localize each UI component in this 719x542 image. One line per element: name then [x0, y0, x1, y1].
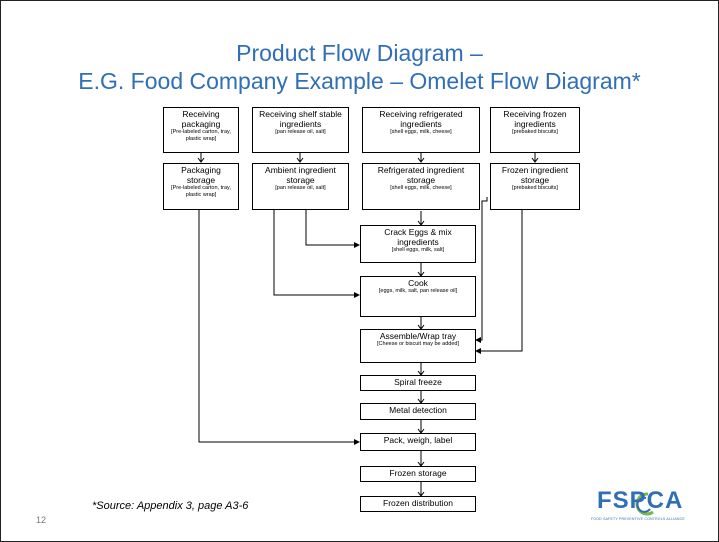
slide-title-line1: Product Flow Diagram – — [236, 40, 483, 66]
connector-ambient-to-cook — [273, 210, 360, 298]
box-assemble-wrap-tray: Assemble/Wrap tray [Cheese or biscuit ma… — [360, 329, 476, 363]
box-sublabel: [prebaked biscuits] — [512, 129, 558, 135]
arrow-down-recv-frozen — [531, 153, 539, 163]
box-ambient-storage: Ambient ingredient storage [pan release … — [252, 163, 349, 210]
box-label: Receiving shelf stable ingredients — [259, 109, 342, 129]
box-refrigerated-storage: Refrigerated ingredient storage [shell e… — [362, 163, 480, 210]
logo-subtitle: FOOD SAFETY PREVENTIVE CONTROLS ALLIANCE — [591, 517, 685, 521]
box-label: Crack Eggs & mix ingredients — [384, 227, 452, 247]
box-packaging-storage: Packaging storage [Pre-labeled carton, t… — [163, 163, 239, 210]
box-cook: Cook [eggs, milk, salt, pan release oil] — [360, 276, 476, 317]
arrow-down-recv-pack — [197, 153, 205, 163]
arrow-down-frozen-storage-to-distribution — [417, 482, 425, 497]
box-label: Receiving packaging — [181, 109, 221, 129]
box-label: Cook — [408, 278, 428, 288]
box-sublabel: [Cheese or biscuit may be added] — [377, 341, 459, 347]
arrow-down-cook-to-assemble — [417, 317, 425, 330]
arrow-down-crack-to-cook — [417, 263, 425, 277]
box-label: Receiving frozen ingredients — [503, 109, 567, 129]
connector-packaging-to-pack — [198, 210, 360, 445]
box-sublabel: [shell eggs, milk, cheese] — [390, 129, 452, 135]
box-label: Frozen ingredient storage — [501, 165, 569, 185]
logo-wordmark: FSPCA — [597, 487, 684, 514]
box-sublabel: [Pre-labeled carton, tray, plastic wrap] — [171, 129, 231, 142]
box-frozen-ingredient-storage: Frozen ingredient storage [prebaked bisc… — [490, 163, 580, 210]
box-receiving-frozen: Receiving frozen ingredients [prebaked b… — [490, 107, 580, 153]
box-label: Frozen storage — [389, 468, 447, 478]
box-label: Receiving refrigerated ingredients — [379, 109, 463, 129]
arrow-down-recv-refrig — [417, 153, 425, 163]
box-sublabel: [pan release oil, salt] — [275, 129, 326, 135]
arrow-down-recv-shelf — [296, 153, 304, 163]
box-frozen-distribution: Frozen distribution — [360, 496, 476, 512]
fspca-logo: FSPCA FOOD SAFETY PREVENTIVE CONTROLS AL… — [591, 486, 691, 526]
box-label: Refrigerated ingredient storage — [377, 165, 465, 185]
fspca-logo-mark — [635, 492, 654, 516]
box-label: Packaging storage — [181, 165, 221, 185]
connector-ambient-to-crack — [305, 210, 360, 248]
box-sublabel: [pan release oil, salt] — [275, 185, 326, 191]
connector-frozen-to-assemble — [475, 210, 523, 354]
box-label: Ambient ingredient storage — [265, 165, 336, 185]
box-label: Pack, weigh, label — [383, 435, 453, 445]
box-label: Spiral freeze — [394, 377, 442, 387]
box-sublabel: [shell eggs, milk, cheese] — [390, 185, 452, 191]
box-receiving-refrigerated: Receiving refrigerated ingredients [shel… — [362, 107, 480, 153]
arrow-down-spiral-to-metal — [417, 391, 425, 404]
box-sublabel: [shell eggs, milk, salt] — [391, 247, 445, 253]
box-pack-weigh-label: Pack, weigh, label — [360, 433, 476, 451]
arrow-down-refrig-to-crack — [417, 211, 425, 226]
box-spiral-freeze: Spiral freeze — [360, 375, 476, 391]
box-label: Frozen distribution — [383, 498, 453, 508]
box-frozen-storage: Frozen storage — [360, 466, 476, 482]
box-sublabel: [eggs, milk, salt, pan release oil] — [378, 288, 458, 294]
box-receiving-shelf-stable: Receiving shelf stable ingredients [pan … — [252, 107, 349, 153]
box-sublabel: [prebaked biscuits] — [512, 185, 558, 191]
box-crack-eggs-mix: Crack Eggs & mix ingredients [shell eggs… — [360, 225, 476, 263]
box-metal-detection: Metal detection — [360, 403, 476, 420]
slide-title-line2: E.G. Food Company Example – Omelet Flow … — [78, 68, 641, 94]
box-label: Assemble/Wrap tray — [379, 331, 457, 341]
box-label: Metal detection — [389, 405, 447, 415]
arrow-down-assemble-to-spiral — [417, 363, 425, 376]
connector-refrig-to-assemble — [475, 197, 488, 343]
arrow-down-pack-to-frozen-storage — [417, 451, 425, 467]
box-receiving-packaging: Receiving packaging [Pre-labeled carton,… — [163, 107, 239, 153]
source-citation: *Source: Appendix 3, page A3-6 — [92, 500, 249, 512]
arrow-down-metal-to-pack — [417, 420, 425, 434]
box-sublabel: [Pre-labeled carton, tray, plastic wrap] — [171, 185, 231, 198]
page-number: 12 — [36, 515, 47, 525]
